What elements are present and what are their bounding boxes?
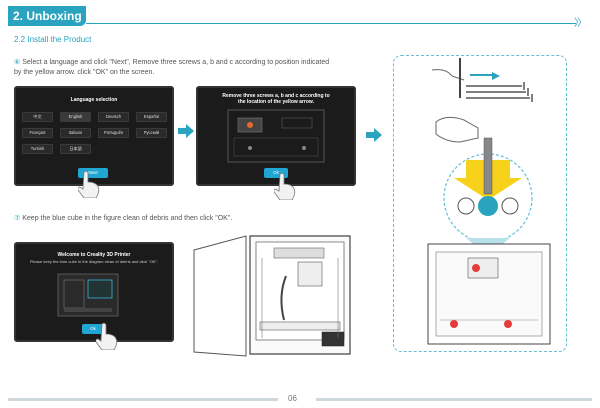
lang-spanish-button[interactable]: Español [136,112,167,122]
printer-open-door-illustration [193,235,351,357]
screen-subtitle: Please keep the blue cube in the diagram… [29,259,159,264]
arrow-right-icon [366,128,382,142]
step-7-text: ⑦ Keep the blue cube in the figure clean… [14,214,232,224]
tap-hand-icon [274,172,296,200]
lang-turkish-button[interactable]: Turkish [22,144,53,154]
printer-diagram [57,273,119,317]
lang-german-button[interactable]: Deutsch [98,112,129,122]
screw-location-diagram [227,109,325,163]
screen-title: Welcome to Creality 3D Printer [57,252,131,258]
step-7-number: ⑦ [14,215,21,222]
step-6-number: ⑥ [14,59,21,66]
screw-removal-detail-panel [393,55,567,352]
welcome-screen: Welcome to Creality 3D Printer Please ke… [14,242,174,342]
next-button[interactable]: Next [78,168,108,178]
tap-hand-icon [96,322,118,350]
footer-rule-right [316,398,592,401]
remove-screws-screen: Remove three screws a, b and c according… [196,86,356,186]
lang-portuguese-button[interactable]: Português [98,128,129,138]
screen-title-line1: Remove three screws a, b and c according… [222,93,330,99]
screen-title: Language selection [70,97,118,103]
lang-chinese-button[interactable]: 中文 [22,112,53,122]
step-6-line1: Select a language and click "Next", Remo… [22,59,330,66]
footer-rule-left [8,398,278,401]
subsection-title: 2.2 Install the Product [14,35,92,44]
section-header: 2. Unboxing [8,6,86,26]
lang-japanese-button[interactable]: 日本語 [60,144,91,154]
screw-removal-illustration [427,58,551,345]
lang-english-button[interactable]: English [60,112,91,122]
header-rule [86,23,576,24]
page-number: 06 [288,394,297,403]
lang-french-button[interactable]: Français [22,128,53,138]
arrow-right-icon [178,124,194,138]
screen-title-line2: the location of the yellow arrow. [238,99,314,105]
lang-russian-button[interactable]: Русский [136,128,167,138]
tap-hand-icon [78,170,100,198]
chevron-right-icon: 〉〉 [574,18,587,29]
lang-italian-button[interactable]: Italiano [60,128,91,138]
ok-button[interactable]: Ok [264,168,288,178]
language-selection-screen: Language selection 中文 English Deutsch Es… [14,86,174,186]
step-6-text: ⑥ Select a language and click "Next", Re… [14,58,329,78]
step-6-line2: by the yellow arrow. click "OK" on the s… [14,69,155,76]
ok-button[interactable]: Ok [82,324,104,334]
step-7-line: Keep the blue cube in the figure clean o… [22,215,233,222]
